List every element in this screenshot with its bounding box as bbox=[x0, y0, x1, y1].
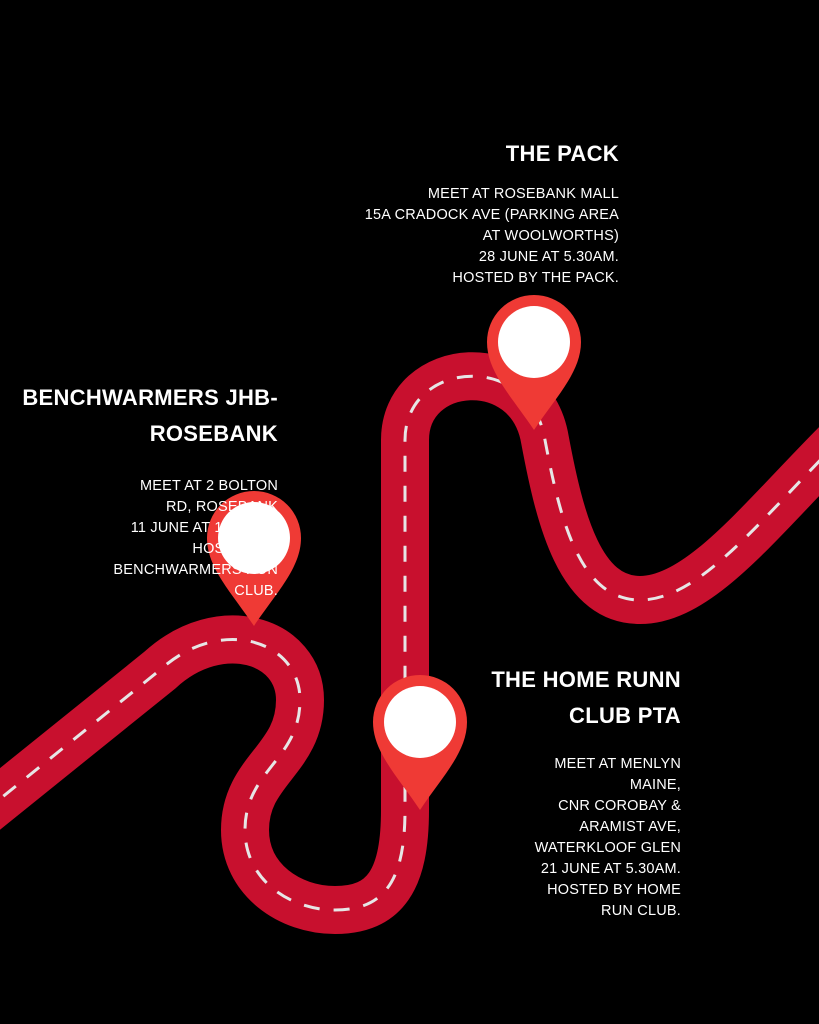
event-home-runn-club: THE HOME RUNN CLUB PTA MEET AT MENLYN MA… bbox=[421, 662, 681, 922]
event-the-pack: THE PACK MEET AT ROSEBANK MALL 15A CRADO… bbox=[299, 136, 619, 289]
road bbox=[0, 352, 819, 934]
map-pin-icon bbox=[487, 294, 581, 431]
map-pin-center bbox=[218, 502, 290, 574]
road-center-line bbox=[0, 374, 819, 912]
event-title: THE HOME RUNN CLUB PTA bbox=[491, 667, 681, 728]
event-title: THE PACK bbox=[505, 141, 619, 166]
map-pin-icon bbox=[207, 490, 301, 626]
event-details: MEET AT ROSEBANK MALL 15A CRADOCK AVE (P… bbox=[364, 186, 619, 286]
event-benchwarmers: BENCHWARMERS JHB- ROSEBANK MEET AT 2 BOL… bbox=[0, 380, 278, 602]
event-title: BENCHWARMERS JHB- ROSEBANK bbox=[22, 385, 278, 446]
event-details: MEET AT 2 BOLTON RD, ROSEBANK 11 JUNE AT… bbox=[113, 478, 278, 599]
map-pin-icon bbox=[373, 674, 467, 810]
map-pin-center bbox=[498, 306, 570, 378]
map-pin-center bbox=[384, 686, 456, 758]
event-details: MEET AT MENLYN MAINE, CNR COROBAY & ARAM… bbox=[534, 756, 681, 919]
